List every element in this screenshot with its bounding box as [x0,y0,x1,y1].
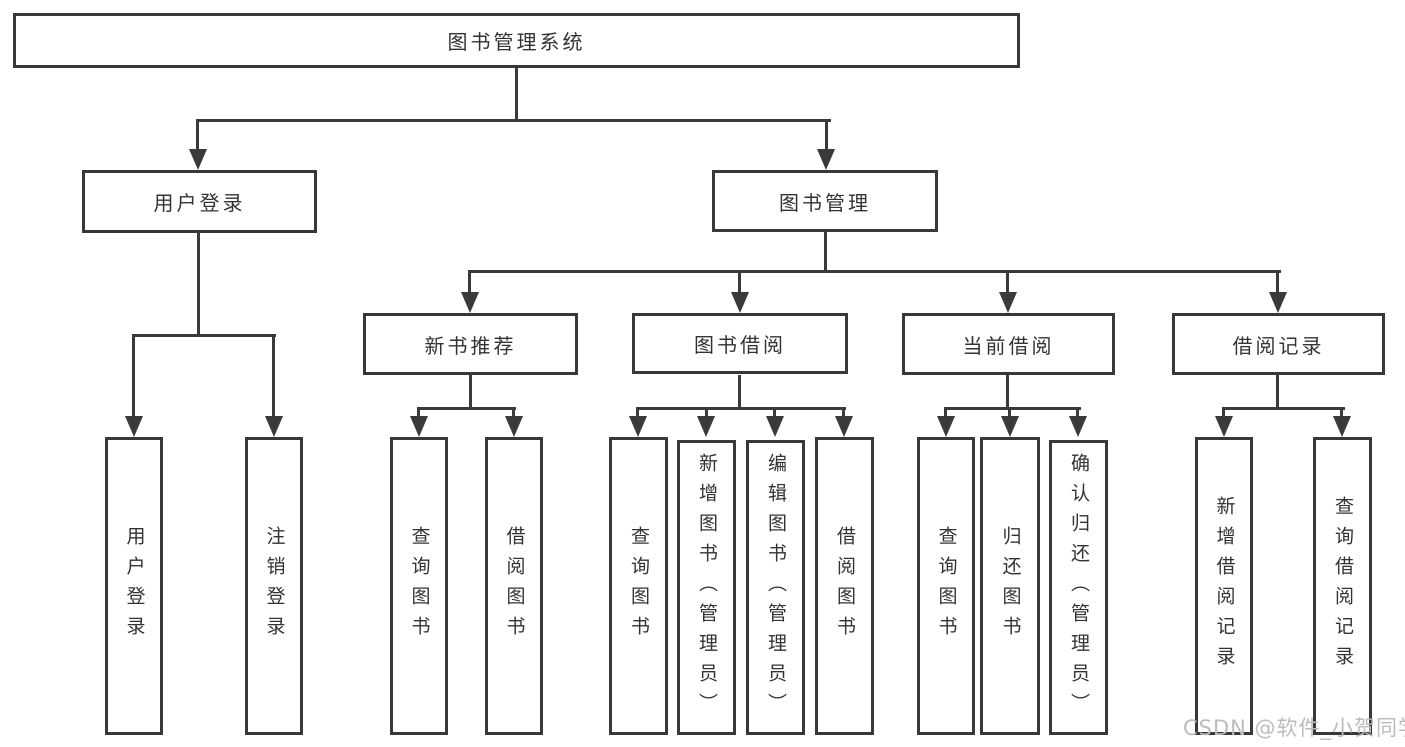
connector-vline [636,407,639,420]
connector-vline [944,407,947,420]
node-library-management-system: 图书管理系统 [13,13,1020,68]
leaf-confirm-return-admin: 确认归还（管理员） [1049,440,1108,735]
arrow-down-icon [697,416,715,437]
arrow-down-icon [817,149,835,170]
connector-hline [417,407,516,410]
connector-vline [1276,375,1279,410]
leaf-query-borrow-record: 查询借阅记录 [1313,437,1372,735]
connector-hline [1222,407,1345,410]
leaf-borrow-books-recommend: 借阅图书 [485,437,543,735]
arrow-down-icon [1069,416,1087,437]
arrow-down-icon [265,416,283,437]
connector-vline [132,334,135,420]
leaf-label: 借阅图书 [503,526,526,646]
node-label: 借阅记录 [1232,333,1325,358]
node-label: 新书推荐 [424,333,517,358]
connector-hline [469,270,1281,273]
leaf-label: 查询图书 [935,526,958,646]
node-new-book-recommend: 新书推荐 [363,313,578,375]
leaf-edit-books-admin: 编辑图书（管理员） [746,440,805,735]
connector-vline [196,119,199,153]
node-label: 用户登录 [153,191,246,215]
arrow-down-icon [937,416,955,437]
node-label: 图书管理系统 [447,30,586,54]
arrow-down-icon [835,416,853,437]
node-user-login: 用户登录 [82,170,317,233]
leaf-return-books: 归还图书 [980,437,1040,735]
connector-vline [705,407,708,420]
leaf-label: 借阅图书 [834,526,856,646]
leaf-query-books-current: 查询图书 [917,437,975,735]
connector-vline [272,334,275,420]
leaf-query-books-borrowing: 查询图书 [609,437,668,735]
connector-hline [196,119,831,122]
csdn-watermark: CSDN @软件_小贺同学 [1183,716,1405,740]
node-borrowing-records: 借阅记录 [1172,313,1385,375]
arrow-down-icon [410,416,428,437]
node-label: 图书借阅 [694,333,786,357]
arrow-down-icon [1333,416,1351,437]
connector-vline [1076,407,1079,420]
arrow-down-icon [629,416,647,437]
arrow-down-icon [731,292,749,313]
connector-vline [824,232,827,273]
node-book-borrowing: 图书借阅 [632,313,848,374]
connector-vline [1008,407,1011,420]
arrow-down-icon [125,416,143,437]
leaf-label: 用户登录 [123,526,146,646]
connector-vline [469,375,472,410]
arrow-down-icon [1215,416,1233,437]
leaf-label: 注销登录 [263,526,286,646]
node-label: 图书管理 [779,190,871,215]
leaf-logout: 注销登录 [245,437,303,735]
connector-vline [1340,407,1343,420]
leaf-add-borrow-record: 新增借阅记录 [1195,437,1253,735]
arrow-down-icon [1001,416,1019,437]
leaf-label: 确认归还（管理员） [1068,452,1090,723]
leaf-label: 新增借阅记录 [1213,496,1236,676]
arrow-down-icon [1269,292,1287,313]
connector-vline [1006,375,1009,410]
connector-vline [1276,270,1279,296]
node-book-management: 图书管理 [712,170,938,232]
connector-vline [773,407,776,420]
leaf-borrow-books-borrowing: 借阅图书 [815,437,874,735]
connector-vline [468,270,471,296]
connector-vline [512,407,515,420]
connector-vline [842,407,845,420]
leaf-label: 编辑图书（管理员） [765,452,787,723]
connector-vline [825,119,828,153]
leaf-label: 查询图书 [628,526,650,646]
leaf-label: 查询借阅记录 [1332,496,1354,676]
connector-hline [944,407,1081,410]
connector-vline [738,270,741,296]
connector-vline [1006,270,1009,296]
leaf-add-books-admin: 新增图书（管理员） [677,440,736,735]
leaf-label: 新增图书（管理员） [696,452,718,723]
leaf-query-books-recommend: 查询图书 [390,437,448,735]
arrow-down-icon [766,416,784,437]
arrow-down-icon [505,416,523,437]
node-current-borrowing: 当前借阅 [902,313,1115,375]
connector-vline [515,68,518,121]
connector-hline [636,407,846,410]
connector-vline [1222,407,1225,420]
connector-vline [417,407,420,420]
connector-vline [197,232,200,337]
arrow-down-icon [189,149,207,170]
node-label: 当前借阅 [962,333,1055,358]
leaf-label: 归还图书 [999,526,1022,646]
leaf-user-login: 用户登录 [105,437,163,735]
arrow-down-icon [999,292,1017,313]
connector-vline [738,375,741,410]
connector-hline [132,334,276,337]
arrow-down-icon [461,292,479,313]
leaf-label: 查询图书 [408,526,431,646]
